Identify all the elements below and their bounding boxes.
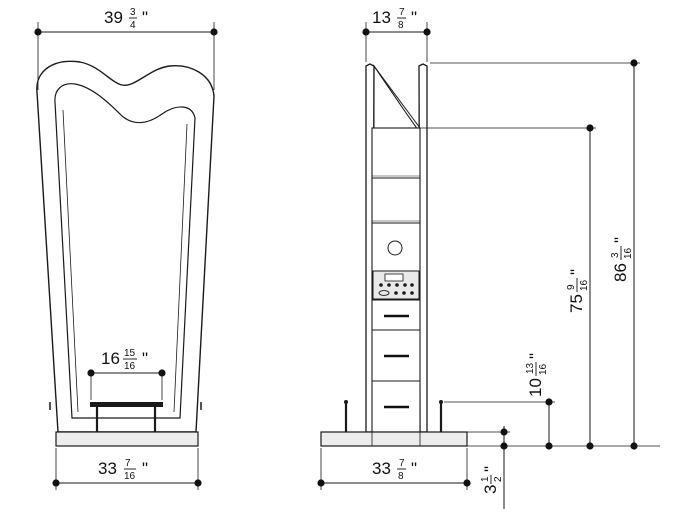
svg-text:1: 1 [480, 476, 491, 482]
svg-text:": " [411, 459, 417, 478]
svg-text:": " [526, 353, 545, 359]
front-back-plate [62, 109, 188, 413]
dim-front-base-width: 33 7 16 " [52, 448, 202, 490]
svg-text:": " [142, 8, 148, 27]
svg-text:13: 13 [525, 362, 536, 374]
svg-text:4: 4 [130, 20, 136, 31]
front-base [55, 431, 199, 447]
svg-text:7: 7 [125, 458, 131, 469]
svg-text:13: 13 [372, 8, 391, 27]
svg-text:": " [611, 237, 630, 243]
svg-text:86: 86 [611, 263, 630, 282]
dim-side-base-width: 33 7 8 " [317, 448, 471, 490]
svg-text:33: 33 [372, 459, 391, 478]
svg-text:75: 75 [567, 294, 586, 313]
svg-text:8: 8 [398, 471, 404, 482]
front-inner-opening [54, 83, 196, 419]
dim-front-inner-width: 16 15 16 " [87, 348, 166, 400]
svg-text:9: 9 [566, 284, 577, 290]
svg-text:16: 16 [101, 349, 120, 368]
svg-text:33: 33 [98, 459, 117, 478]
svg-text:7: 7 [399, 458, 405, 469]
svg-text:7: 7 [399, 7, 405, 18]
control-display [384, 273, 404, 282]
svg-text:3: 3 [481, 485, 500, 494]
svg-text:3: 3 [610, 252, 621, 258]
side-view [320, 63, 468, 447]
svg-text:16: 16 [579, 279, 590, 291]
svg-text:8: 8 [398, 20, 404, 31]
svg-text:15: 15 [124, 348, 136, 359]
side-base [320, 431, 468, 447]
svg-text:16: 16 [124, 471, 136, 482]
svg-text:16: 16 [124, 361, 136, 372]
svg-text:": " [411, 8, 417, 27]
svg-text:2: 2 [493, 476, 504, 482]
svg-text:": " [481, 466, 500, 472]
dim-side-width-top: 13 7 8 " [362, 7, 431, 62]
svg-text:16: 16 [623, 247, 634, 259]
front-seat-bench [90, 402, 163, 407]
dim-base-thickness: 3 1 2 " [467, 426, 660, 509]
front-outer-frame [36, 60, 215, 433]
svg-text:10: 10 [526, 378, 545, 397]
svg-text:16: 16 [538, 363, 549, 375]
svg-text:": " [567, 269, 586, 275]
svg-text:": " [142, 349, 148, 368]
speaker-icon [387, 240, 403, 256]
front-view [36, 60, 215, 447]
dim-front-width-top-whole: 39 [104, 8, 123, 27]
svg-text:3: 3 [130, 7, 136, 18]
dim-front-width-top: 39 3 4 " [34, 7, 218, 90]
dim-height-step: 10 13 16 " [444, 353, 555, 450]
dim-height-shelf: 75 9 16 " [420, 124, 596, 450]
svg-text:": " [142, 459, 148, 478]
